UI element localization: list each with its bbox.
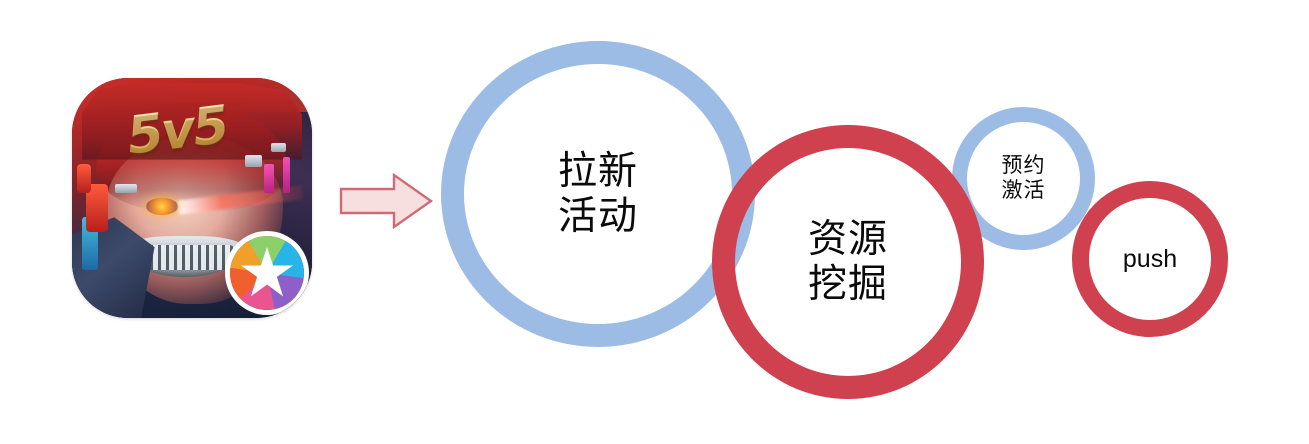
flow-node-3-label: 预约 激活 — [1001, 154, 1046, 202]
artwork-red-strip-2 — [76, 164, 92, 194]
flow-node-push[interactable]: push — [1072, 181, 1228, 337]
arrow-right-icon — [339, 172, 434, 230]
app-store-star-badge[interactable] — [230, 236, 304, 310]
arrow-shape — [339, 172, 434, 230]
flow-node-4-label: push — [1122, 244, 1178, 273]
flow-node-2-label: 资源 挖掘 — [807, 217, 888, 306]
artwork-red-strip-1 — [86, 183, 108, 232]
artwork-glowing-eye — [146, 198, 178, 215]
flow-arrow-right — [339, 172, 434, 230]
flow-node-la-xin-huo-dong[interactable]: 拉新 活动 — [441, 41, 755, 347]
artwork-chip-2 — [271, 142, 286, 153]
game-app-icon[interactable]: 5v5 — [72, 78, 312, 318]
flow-node-zi-yuan-wa-jue[interactable]: 资源 挖掘 — [712, 125, 984, 399]
artwork-magenta-strip-1 — [264, 164, 274, 194]
app-icon-artwork: 5v5 — [72, 78, 312, 318]
star-icon — [241, 247, 293, 297]
artwork-chip-1 — [244, 154, 262, 167]
flow-node-1-label: 拉新 活动 — [557, 149, 638, 238]
artwork-character-helmet — [81, 82, 303, 160]
artwork-magenta-strip-2 — [283, 157, 291, 194]
artwork-chip-3 — [115, 183, 137, 194]
game-logo-text: 5v5 — [124, 94, 232, 167]
